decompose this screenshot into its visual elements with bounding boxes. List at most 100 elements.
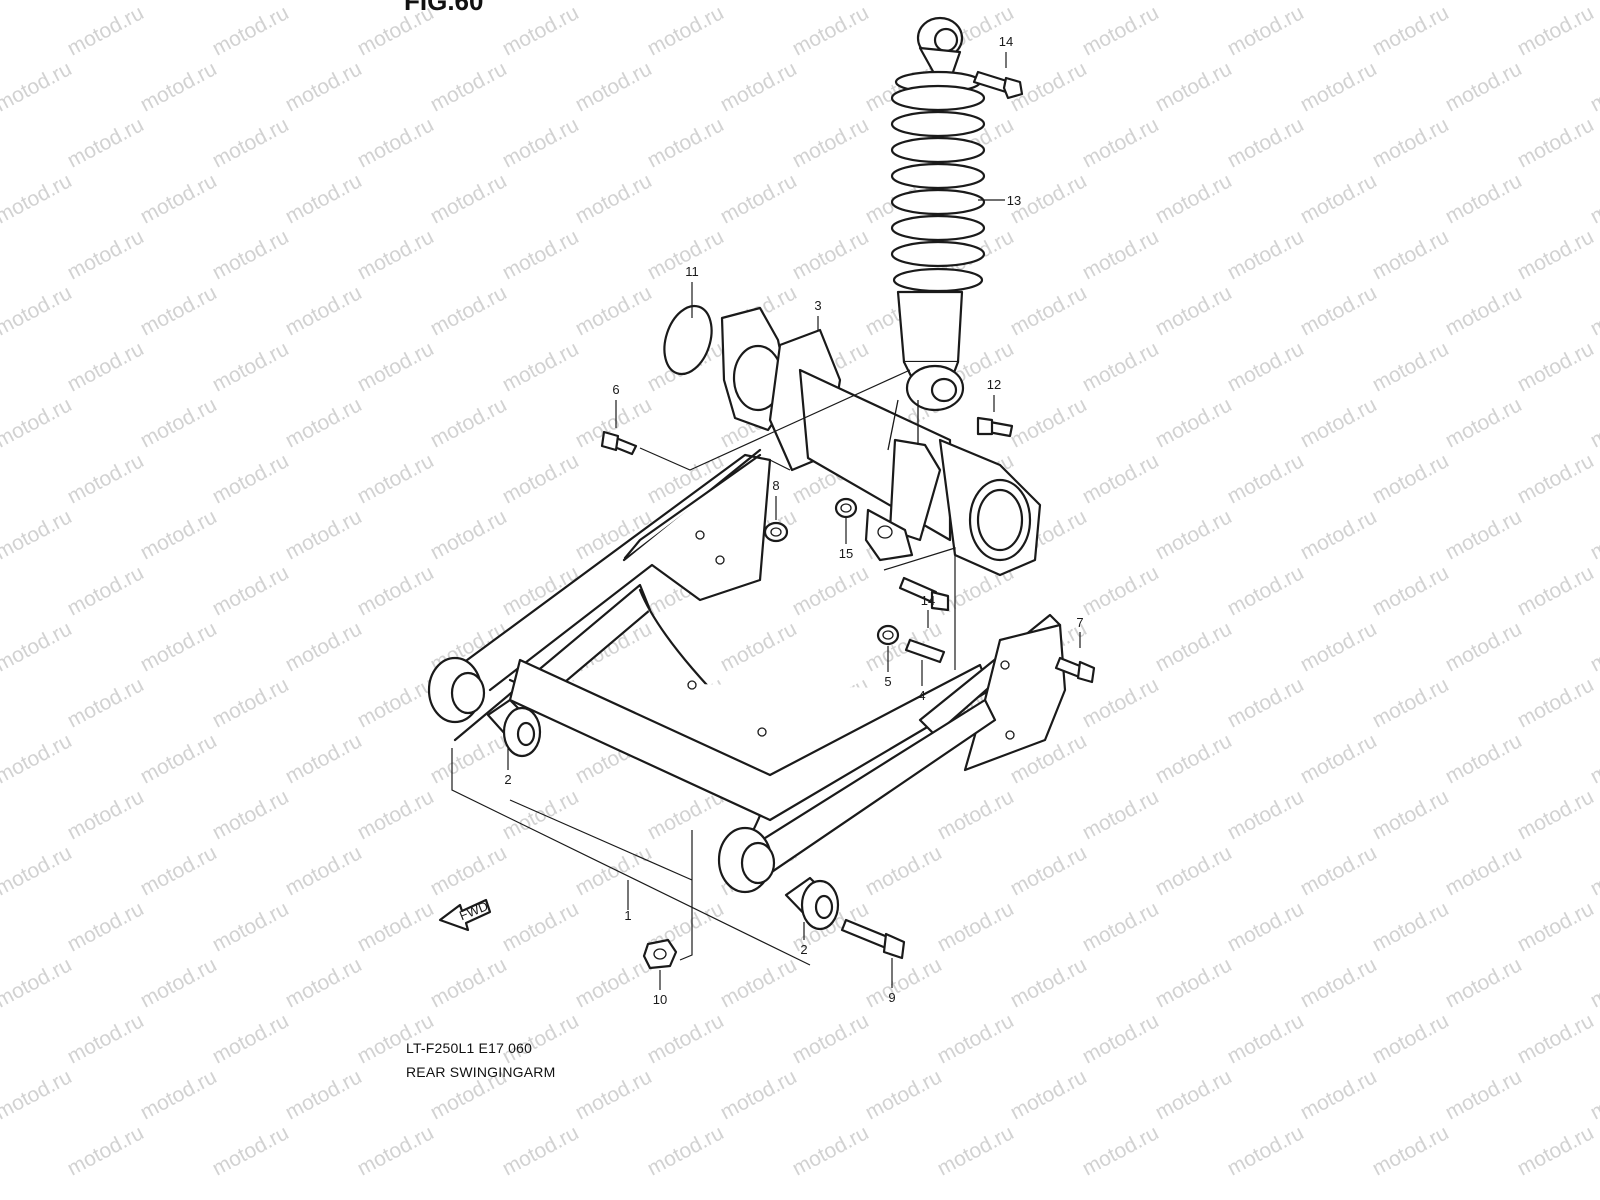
watermark-text: motod.ru [1587,617,1600,676]
watermark-text: motod.ru [427,729,511,788]
watermark-text: motod.ru [1079,337,1163,396]
watermark-text: motod.ru [1297,1065,1381,1124]
diagram-title: REAR SWINGINGARM [406,1064,556,1080]
watermark-text: motod.ru [427,393,511,452]
watermark-text: motod.ru [0,729,76,788]
watermark-text: motod.ru [1079,225,1163,284]
callout-11: 11 [685,264,699,279]
watermark-text: motod.ru [282,505,366,564]
watermark-text: motod.ru [789,113,873,172]
watermark-text: motod.ru [1369,1009,1453,1068]
watermark-text: motod.ru [1297,169,1381,228]
watermark-text: motod.ru [137,505,221,564]
callout-3: 3 [814,298,821,313]
watermark-text: motod.ru [282,1065,366,1124]
watermark-text: motod.ru [499,337,583,396]
callout-14b: 14 [921,593,935,608]
watermark-text: motod.ru [427,841,511,900]
watermark-text: motod.ru [354,785,438,844]
watermark-text: motod.ru [1224,1009,1308,1068]
watermark-text: motod.ru [137,617,221,676]
watermark-text: motod.ru [282,729,366,788]
watermark-text: motod.ru [1442,1065,1526,1124]
watermark-text: motod.ru [644,1009,728,1068]
watermark-text: motod.ru [1224,673,1308,732]
watermark-text: motod.ru [1224,449,1308,508]
watermark-text: motod.ru [137,841,221,900]
bolt-7 [1054,656,1096,684]
watermark-text: motod.ru [1224,897,1308,956]
watermark-text: motod.ru [1152,1065,1236,1124]
watermark-text: motod.ru [862,617,946,676]
watermark-text: motod.ru [137,729,221,788]
watermark-text: motod.ru [717,169,801,228]
watermark-text: motod.ru [0,449,3,508]
watermark-text: motod.ru [427,0,511,4]
watermark-text: motod.ru [1587,393,1600,452]
watermark-text: motod.ru [1369,897,1453,956]
watermark-text: motod.ru [64,1009,148,1068]
watermark-text: motod.ru [1297,0,1381,4]
watermark-text: motod.ru [862,0,946,4]
watermark-text: motod.ru [1007,0,1091,4]
watermark-text: motod.ru [1079,1009,1163,1068]
watermark-text: motod.ru [209,1009,293,1068]
model-code: LT-F250L1 E17 060 [406,1040,533,1056]
watermark-text: motod.ru [209,113,293,172]
watermark-text: motod.ru [209,561,293,620]
watermark-text: motod.ru [789,1009,873,1068]
bushing-upper [486,698,542,758]
watermark-text: motod.ru [0,113,3,172]
watermark-text: motod.ru [1152,729,1236,788]
watermark-text: motod.ru [644,113,728,172]
watermark-text: motod.ru [64,337,148,396]
watermark-text: motod.ru [354,337,438,396]
watermark-text: motod.ru [1152,57,1236,116]
nut-15 [834,497,858,519]
watermark-text: motod.ru [1224,561,1308,620]
watermark-text: motod.ru [0,337,3,396]
watermark-text: motod.ru [354,449,438,508]
nut-10 [642,938,678,970]
watermark-text: motod.ru [1152,0,1236,4]
watermark-text: motod.ru [572,281,656,340]
watermark-text: motod.ru [427,281,511,340]
watermark-text: motod.ru [137,169,221,228]
callout-8: 8 [772,478,779,493]
bolt-14-lower [898,576,950,612]
watermark-text: motod.ru [934,1121,1018,1180]
watermark-text: motod.ru [934,897,1018,956]
watermark-text: motod.ru [209,785,293,844]
watermark-text: motod.ru [1297,281,1381,340]
watermark-text: motod.ru [1369,1121,1453,1180]
watermark-text: motod.ru [137,281,221,340]
watermark-text: motod.ru [1079,785,1163,844]
watermark-text: motod.ru [1587,169,1600,228]
callout-5: 5 [884,674,891,689]
watermark-text: motod.ru [1442,729,1526,788]
watermark-text: motod.ru [1514,785,1598,844]
watermark-text: motod.ru [209,897,293,956]
watermark-text: motod.ru [354,673,438,732]
watermark-text: motod.ru [499,1121,583,1180]
watermark-text: motod.ru [0,785,3,844]
watermark-text: motod.ru [789,1,873,60]
watermark-text: motod.ru [0,57,76,116]
watermark-text: motod.ru [1587,1065,1600,1124]
watermark-text: motod.ru [64,1,148,60]
watermark-text: motod.ru [572,57,656,116]
watermark-text: motod.ru [1587,505,1600,564]
watermark-text: motod.ru [1587,281,1600,340]
watermark-text: motod.ru [1514,897,1598,956]
watermark-text: motod.ru [717,0,801,4]
watermark-text: motod.ru [1369,337,1453,396]
watermark-text: motod.ru [1587,841,1600,900]
bolt-9 [840,918,906,960]
watermark-text: motod.ru [427,57,511,116]
watermark-text: motod.ru [572,0,656,4]
watermark-text: motod.ru [1587,729,1600,788]
watermark-text: motod.ru [354,1009,438,1068]
watermark-text: motod.ru [1007,841,1091,900]
